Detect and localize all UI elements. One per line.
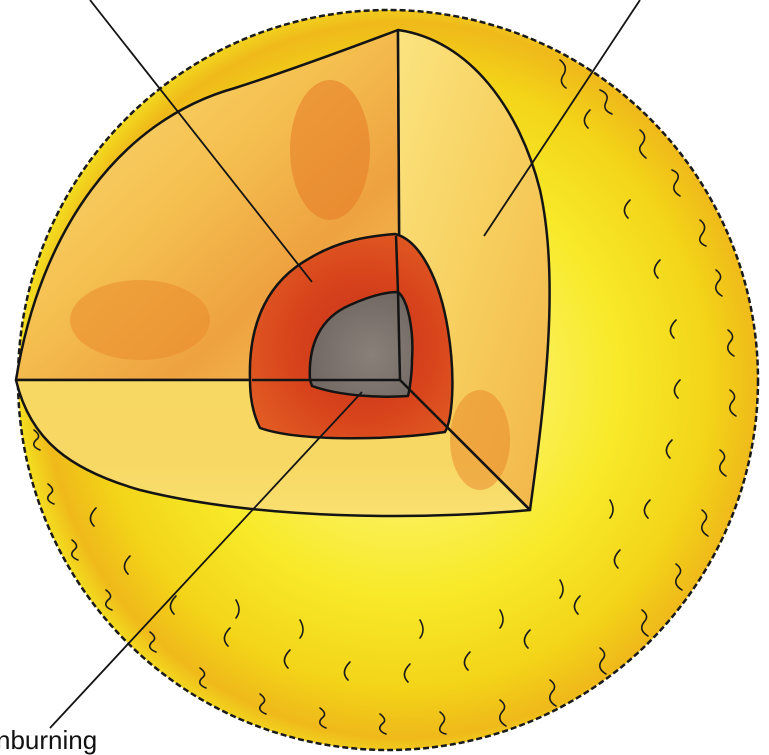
label-core-burning: nburning — [0, 727, 97, 753]
